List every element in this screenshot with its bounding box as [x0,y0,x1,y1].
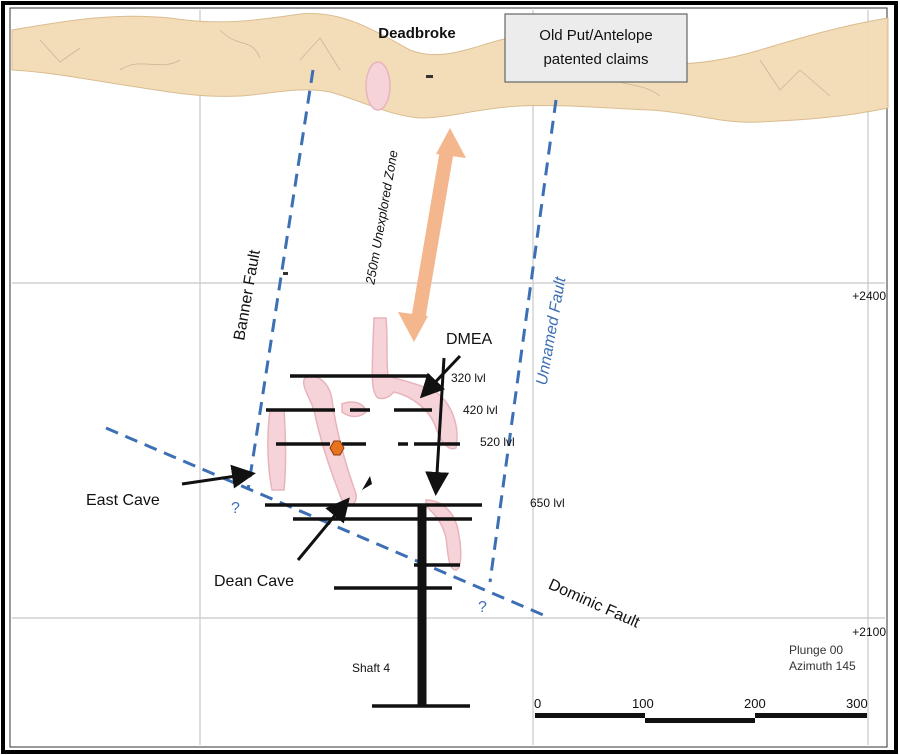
elevation-2100: +2100 [852,625,886,639]
scale-tick-0: 0 [534,696,541,711]
dean-cave-arrow [296,497,350,561]
azimuth-label: Azimuth 145 [789,659,856,673]
level-label-420: 420 lvl [463,403,498,417]
claims-label-line2: patented claims [543,51,648,68]
scale-tick-200: 200 [744,696,766,711]
level-label-520: 520 lvl [480,435,515,449]
scale-tick-300: 300 [846,696,868,711]
pointer-arrows [181,354,462,561]
scale-tick-100: 100 [632,696,654,711]
elevation-2400: +2400 [852,289,886,303]
question-mark-east: ? [478,599,487,616]
question-mark-west: ? [231,500,240,517]
dmea-arrow-2 [425,357,450,496]
scale-segment-1 [535,713,645,718]
shaft-label: Shaft 4 [352,661,390,675]
unexplored-zone-arrow [398,128,466,342]
scale-segment-3 [755,713,867,718]
surface-topography [11,12,889,123]
dmea-label: DMEA [446,331,493,348]
dean-cave-label: Dean Cave [214,573,294,590]
scale-bar [535,713,867,723]
unnamed-fault-line [488,99,558,583]
deadbroke-label: Deadbroke [378,25,456,42]
surface-marker [426,75,433,78]
inner-border [9,7,888,748]
small-mark-2 [362,476,372,490]
claims-box [504,13,688,83]
east-cave-orebody [267,409,287,491]
east-cave-arrow [181,464,256,489]
level-label-320: 320 lvl [451,371,486,385]
drill-marker-icon [329,440,345,456]
claims-label-line1: Old Put/Antelope [539,27,652,44]
banner-fault-line [246,69,315,491]
plunge-label: Plunge 00 [789,643,843,657]
level-label-650: 650 lvl [530,496,565,510]
scale-segment-2 [645,718,755,723]
small-mark-1 [283,272,288,275]
grid [12,10,885,745]
surface-orebody [365,61,391,111]
east-cave-label: East Cave [86,492,160,509]
